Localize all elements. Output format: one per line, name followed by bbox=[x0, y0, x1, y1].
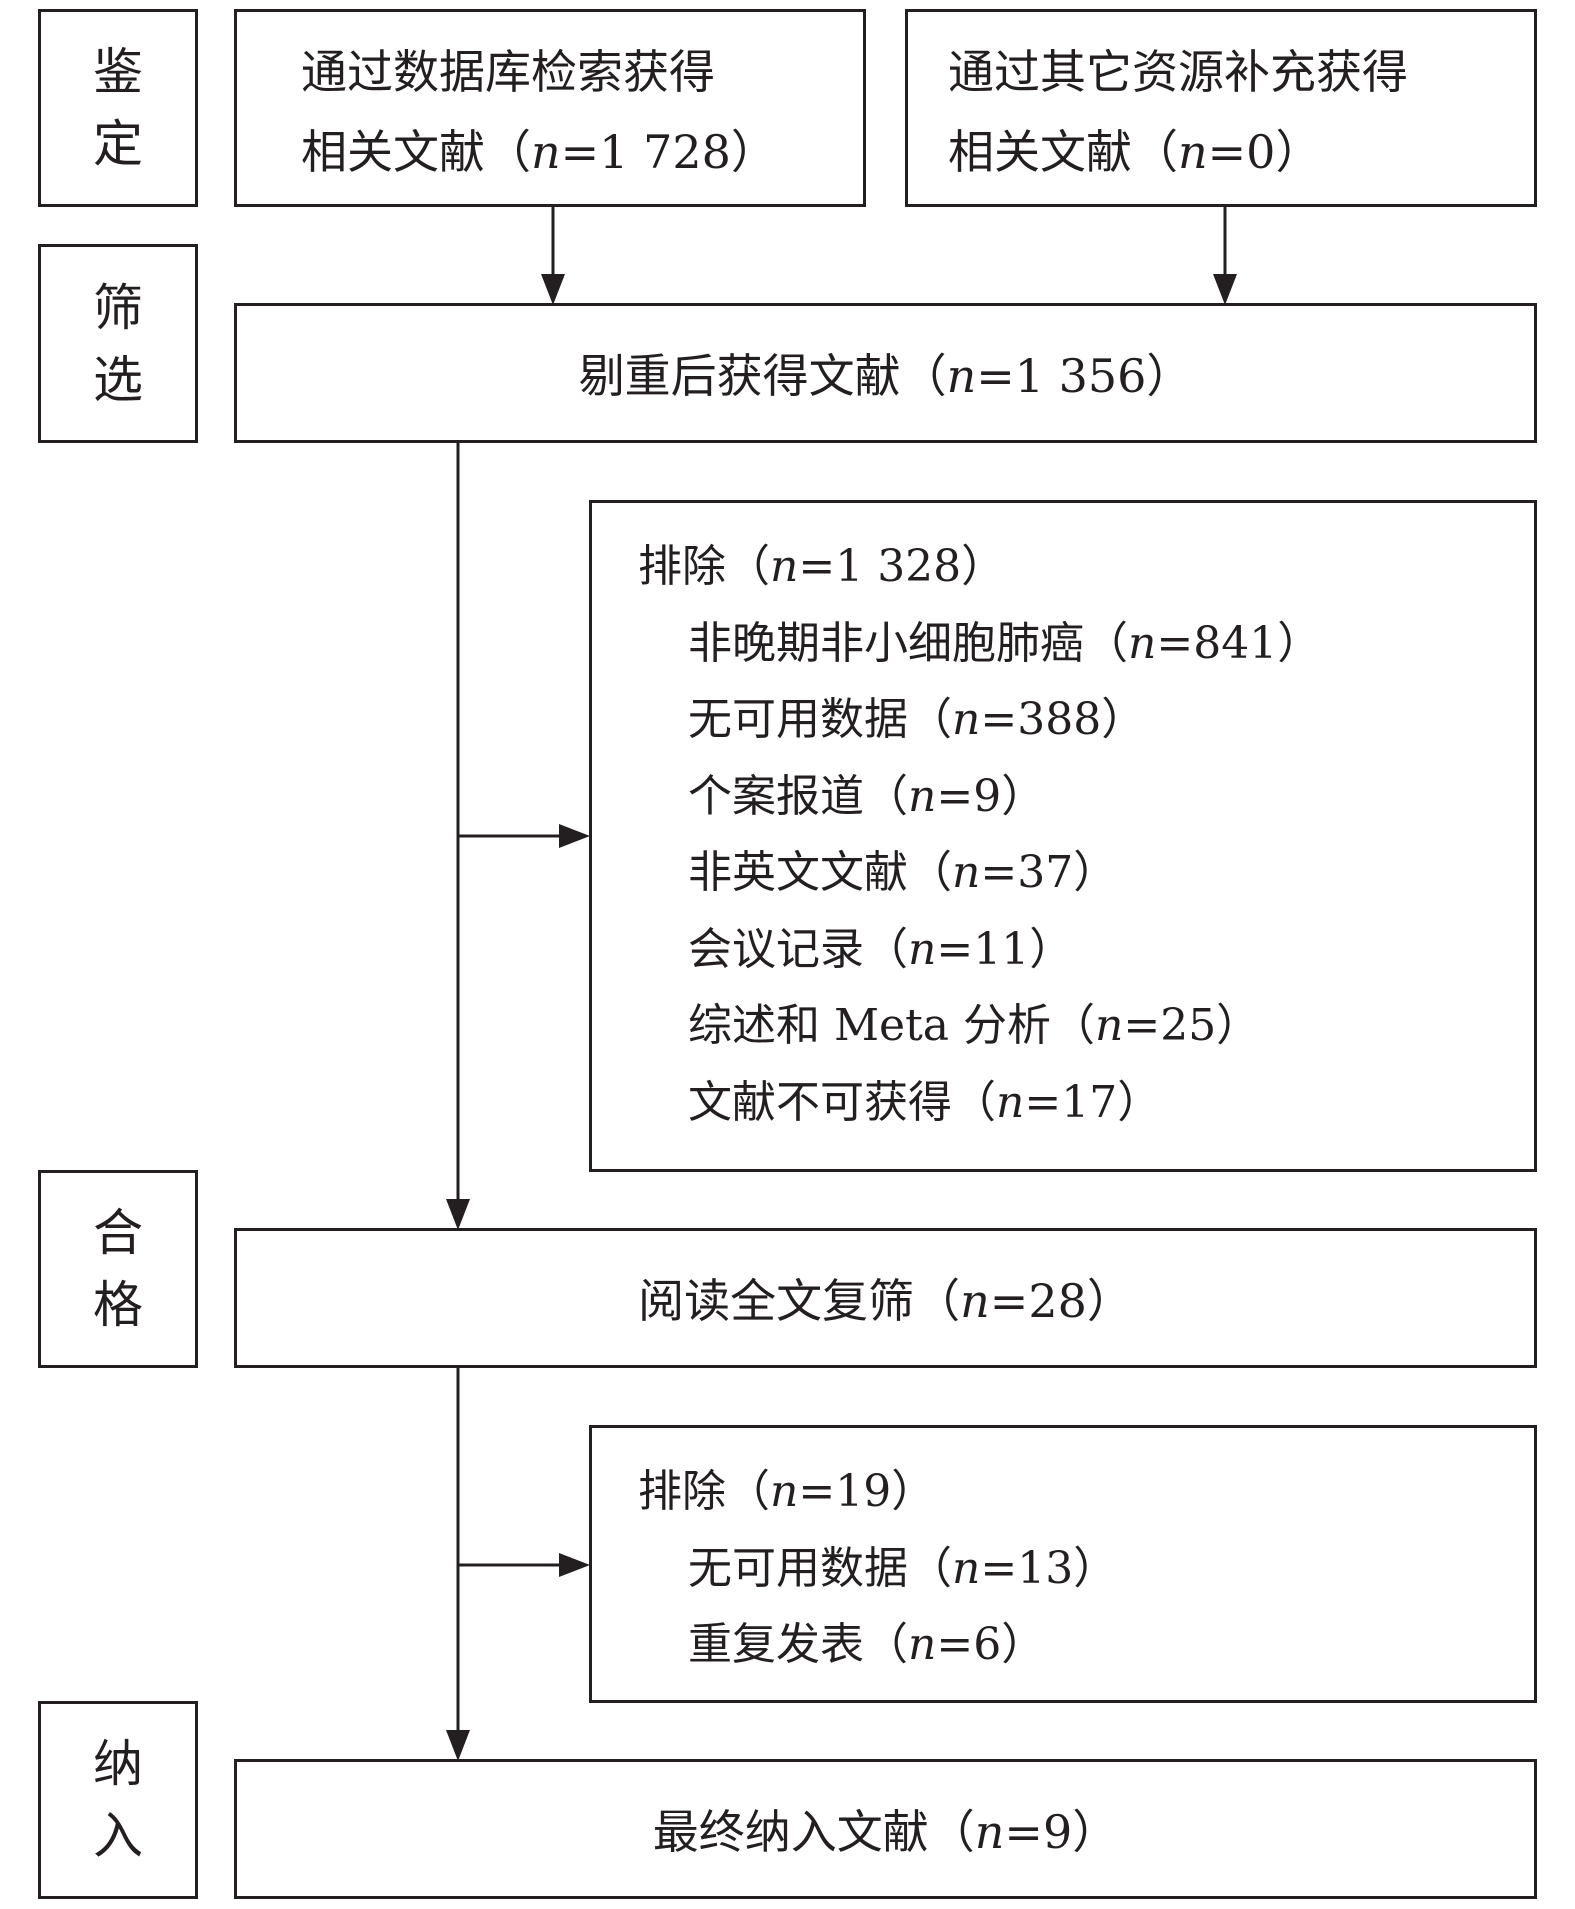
exclusion-box-2: 排除（n=19） 无可用数据（n=13） 重复发表（n=6） bbox=[589, 1425, 1537, 1703]
database-search-count: =1 728） bbox=[560, 125, 777, 179]
n-symbol: n bbox=[908, 923, 937, 975]
exclusion-2-item-count: =13） bbox=[980, 1542, 1118, 1594]
arrowhead-exclusion-2 bbox=[559, 1553, 590, 1577]
stage-identification-char-2: 定 bbox=[93, 115, 143, 173]
other-sources-prefix: 相关文献（ bbox=[948, 125, 1178, 179]
other-sources-line-2: 相关文献（n=0） bbox=[948, 112, 1534, 192]
n-symbol: n bbox=[974, 1805, 1005, 1859]
stage-eligibility: 合 格 bbox=[38, 1170, 198, 1368]
stage-identification: 鉴 定 bbox=[38, 9, 198, 207]
after-dedup-prefix: 剔重后获得文献（ bbox=[578, 349, 947, 403]
stage-screening: 筛 选 bbox=[38, 244, 198, 443]
arrowhead-fulltext bbox=[446, 1199, 470, 1230]
after-dedup-box: 剔重后获得文献（n=1 356） bbox=[234, 303, 1537, 443]
stage-screening-char-1: 筛 bbox=[93, 278, 143, 337]
exclusion-2-item-label: 无可用数据（ bbox=[688, 1542, 952, 1594]
exclusion-1-item: 非晚期非小细胞肺癌（n=841） bbox=[638, 606, 1534, 683]
exclusion-1-item: 个案报道（n=9） bbox=[638, 759, 1534, 836]
exclusion-2-item: 无可用数据（n=13） bbox=[638, 1531, 1534, 1608]
exclusion-1-item-count: =11） bbox=[936, 923, 1074, 975]
final-included-count: =9） bbox=[1004, 1805, 1119, 1859]
after-dedup-text: 剔重后获得文献（n=1 356） bbox=[579, 340, 1193, 406]
n-symbol: n bbox=[946, 349, 977, 403]
stage-included-char-1: 纳 bbox=[93, 1735, 143, 1793]
arrowhead-final bbox=[446, 1730, 470, 1761]
exclusion-1-item: 综述和 Meta 分析（n=25） bbox=[638, 988, 1534, 1065]
exclusion-box-1: 排除（n=1 328） 非晚期非小细胞肺癌（n=841） 无可用数据（n=388… bbox=[589, 500, 1537, 1172]
stage-included: 纳 入 bbox=[38, 1701, 198, 1899]
exclusion-1-item-label: 非英文文献（ bbox=[688, 847, 952, 898]
database-search-line-2: 相关文献（n=1 728） bbox=[301, 112, 863, 192]
exclusion-1-item-count: =25） bbox=[1123, 1000, 1261, 1051]
exclusion-1-title-prefix: 排除（ bbox=[638, 541, 770, 592]
final-included-prefix: 最终纳入文献（ bbox=[652, 1805, 975, 1859]
database-search-line-1: 通过数据库检索获得 bbox=[301, 45, 715, 99]
exclusion-1-item-label: 非晚期非小细胞肺癌（ bbox=[688, 617, 1128, 669]
full-text-prefix: 阅读全文复筛（ bbox=[638, 1274, 961, 1328]
other-sources-count: =0） bbox=[1207, 125, 1322, 179]
n-symbol: n bbox=[952, 847, 981, 898]
full-text-count: =28） bbox=[989, 1274, 1133, 1328]
exclusion-2-item-count: =6） bbox=[936, 1619, 1046, 1670]
exclusion-1-item: 会议记录（n=11） bbox=[638, 912, 1534, 989]
stage-included-char-2: 入 bbox=[93, 1807, 143, 1865]
exclusion-1-item: 文献不可获得（n=17） bbox=[638, 1065, 1534, 1142]
stage-screening-char-2: 选 bbox=[93, 350, 143, 409]
n-symbol: n bbox=[908, 770, 937, 822]
arrowhead-exclusion-1 bbox=[559, 824, 590, 848]
n-symbol: n bbox=[996, 1076, 1025, 1128]
exclusion-2-item-label: 重复发表（ bbox=[688, 1619, 908, 1670]
exclusion-1-item-label: 综述和 Meta 分析（ bbox=[688, 1000, 1095, 1051]
exclusion-1-item-label: 会议记录（ bbox=[688, 923, 908, 975]
exclusion-2-title-prefix: 排除（ bbox=[638, 1466, 770, 1517]
exclusion-1-item: 无可用数据（n=388） bbox=[638, 682, 1534, 759]
database-search-box: 通过数据库检索获得 相关文献（n=1 728） bbox=[234, 9, 866, 207]
exclusion-1-item: 非英文文献（n=37） bbox=[638, 835, 1534, 912]
stage-eligibility-char-2: 格 bbox=[93, 1276, 143, 1334]
other-sources-box: 通过其它资源补充获得 相关文献（n=0） bbox=[905, 9, 1537, 207]
final-included-text: 最终纳入文献（n=9） bbox=[653, 1796, 1118, 1862]
stage-eligibility-char-1: 合 bbox=[93, 1204, 143, 1262]
n-symbol: n bbox=[960, 1274, 990, 1328]
n-symbol: n bbox=[770, 1466, 799, 1517]
n-symbol: n bbox=[908, 1619, 937, 1670]
other-sources-line-1: 通过其它资源补充获得 bbox=[948, 45, 1408, 99]
n-symbol: n bbox=[1178, 125, 1208, 179]
arrowhead-other bbox=[1213, 274, 1237, 305]
n-symbol: n bbox=[531, 125, 561, 179]
exclusion-1-item-count: =9） bbox=[936, 770, 1046, 822]
stage-identification-char-1: 鉴 bbox=[93, 43, 143, 101]
exclusion-1-item-label: 文献不可获得（ bbox=[688, 1076, 996, 1128]
n-symbol: n bbox=[952, 694, 981, 745]
n-symbol: n bbox=[770, 541, 799, 592]
after-dedup-count: =1 356） bbox=[976, 349, 1193, 403]
database-search-prefix: 相关文献（ bbox=[301, 125, 531, 179]
n-symbol: n bbox=[1128, 617, 1157, 669]
exclusion-1-item-count: =17） bbox=[1024, 1076, 1162, 1128]
exclusion-2-title-count: =19） bbox=[798, 1466, 936, 1517]
exclusion-1-item-label: 无可用数据（ bbox=[688, 694, 952, 745]
arrowhead-database bbox=[541, 274, 565, 305]
n-symbol: n bbox=[1094, 1000, 1124, 1051]
final-included-box: 最终纳入文献（n=9） bbox=[234, 1759, 1537, 1899]
exclusion-2-item: 重复发表（n=6） bbox=[638, 1607, 1534, 1684]
exclusion-1-title-count: =1 328） bbox=[798, 541, 1006, 592]
exclusion-1-item-count: =388） bbox=[980, 694, 1146, 745]
exclusion-2-title: 排除（n=19） bbox=[638, 1454, 1534, 1531]
full-text-text: 阅读全文复筛（n=28） bbox=[638, 1265, 1133, 1331]
exclusion-1-item-count: =841） bbox=[1156, 617, 1322, 669]
exclusion-1-item-count: =37） bbox=[980, 847, 1118, 898]
n-symbol: n bbox=[952, 1542, 981, 1594]
full-text-box: 阅读全文复筛（n=28） bbox=[234, 1228, 1537, 1368]
exclusion-1-title: 排除（n=1 328） bbox=[638, 529, 1534, 606]
exclusion-1-item-label: 个案报道（ bbox=[688, 770, 908, 822]
